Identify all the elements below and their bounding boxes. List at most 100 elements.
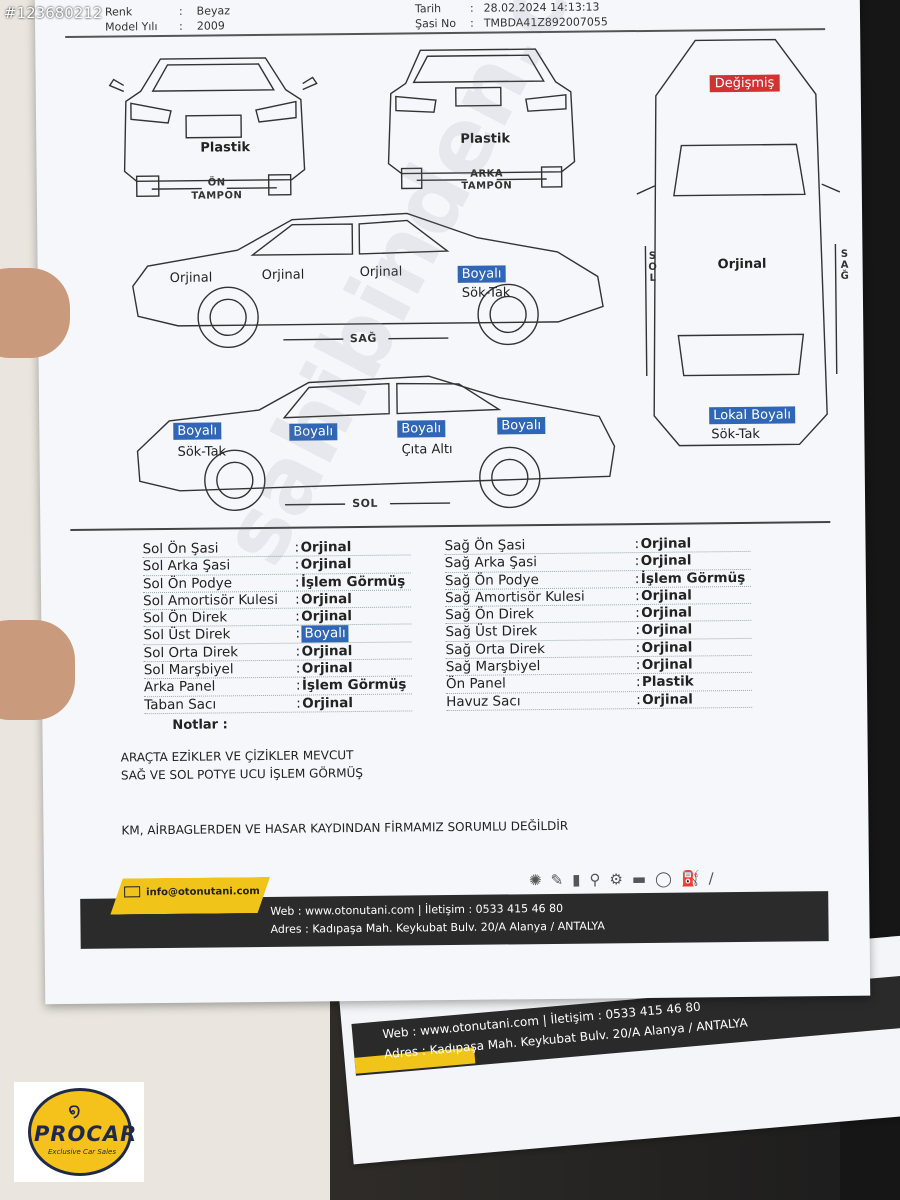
battery-icon: ▮ [572,870,581,889]
part-status: Orjinal [301,660,353,677]
part-name: Sol Ön Podye [142,574,233,592]
part-name: Sağ Orta Direk [445,640,545,658]
right-side-label-1: Orjinal [169,270,213,286]
part-status: Orjinal [642,691,693,708]
header-left: Renk : Beyaz Model Yılı : 2009 [105,4,230,35]
part-status: Orjinal [641,621,693,639]
car-outline-drawings [108,38,841,511]
part-name: Havuz Sacı [446,692,521,710]
note-disclaimer: KM, AİRBAGLERDEN VE HASAR KAYDINDAN FİRM… [121,818,569,838]
header-label: Tarih [414,2,442,16]
part-status: Orjinal [300,539,352,556]
footer-address-line: Adres : Kadıpaşa Mah. Keykubat Bulv. 20/… [270,919,605,936]
logo-circle [28,1088,132,1176]
part-name: Sağ Ön Podye [444,571,539,589]
part-name: Sol Marşbiyel [143,661,234,679]
logo-swirl-icon: ໑ [68,1098,81,1122]
part-name: Sağ Amortisör Kulesi [444,588,585,606]
left-side-caption: SOL [352,496,379,511]
part-status: Orjinal [640,587,692,604]
gear-icon: ⚙ [609,870,624,889]
front-bumper-label: Plastik [200,140,251,156]
table-row: Taban Sacı:Orjinal [144,694,413,715]
filter-icon: ▬ [631,869,647,889]
wheel-icon: ✺ [528,871,542,890]
front-bumper-caption-1: ÖN [207,177,226,189]
right-side-painted-badge: Boyalı [457,265,506,283]
header-value: 2009 [196,19,225,33]
part-name: Sağ Ön Direk [445,606,535,624]
part-name: Ön Panel [445,675,506,693]
car-front-view [108,57,318,197]
left-side-painted-badge-3: Boyalı [397,420,446,438]
right-side-label-2: Orjinal [261,267,305,283]
roof-rear-label: Sök-Tak [711,426,760,443]
procar-logo: ໑ PROCAR Exclusive Car Sales [14,1082,144,1182]
tire-icon: ◯ [654,869,672,888]
part-status: Orjinal [301,590,352,608]
header-row-color: Renk : Beyaz [105,4,230,20]
part-status: Orjinal [641,656,693,674]
notes-title: Notlar : [172,717,228,733]
right-side-label-5: Sök-Tak [461,285,511,301]
oil-can-icon: ⛽ [680,869,700,888]
finger-top [0,268,70,358]
part-status: İşlem Görmüş [300,573,406,591]
footer-web-line: Web : www.otonutani.com | İletişim : 053… [270,901,564,918]
left-side-label-5: Çıta Altı [401,441,453,458]
part-name: Taban Sacı [144,696,217,713]
header-row-model-year: Model Yılı : 2009 [105,19,230,35]
roof-rear-status-badge: Lokal Boyalı [709,406,796,425]
part-name: Sağ Üst Direk [445,623,538,641]
finger-bottom [0,620,75,720]
envelope-icon [124,886,141,898]
footer-band: info@otonutani.com Web : www.otonutani.c… [80,891,829,949]
table-row: Havuz Sacı:Orjinal [446,690,753,712]
footer-email-text: info@otonutani.com [146,886,260,899]
logo-tagline: Exclusive Car Sales [48,1148,116,1156]
left-side-painted-badge-4: Boyalı [497,417,546,435]
screwdriver-icon: ∕ [708,869,714,888]
part-name: Sağ Marşbiyel [445,658,541,676]
service-icons-row: ✺ ✎ ▮ ⚲ ⚙ ▬ ◯ ⛽ ∕ [529,869,714,889]
part-name: Sol Orta Direk [143,644,239,662]
part-status: Orjinal [640,552,692,570]
part-status: İşlem Görmüş [640,569,746,587]
part-name: Sol Ön Direk [143,609,228,627]
left-side-painted-badge-1: Boyalı [173,422,222,440]
part-status-painted-badge: Boyalı [301,625,349,643]
logo-name: PROCAR [34,1122,138,1146]
car-right-side-view [132,212,604,349]
part-status: Plastik [641,673,694,691]
part-name: Arka Panel [143,678,216,696]
listing-id-watermark: #123680212 [4,4,103,22]
car-rear-view [387,48,576,190]
car-damage-diagram: Plastik ÖN TAMPON Plastik ARKA TAMPON De… [75,34,850,522]
part-status: Orjinal [640,535,692,553]
part-name: Sağ Ön Şasi [444,537,526,555]
roof-front-status-badge: Değişmiş [709,74,780,93]
header-sep: : [178,4,183,18]
header-value: Beyaz [196,4,231,18]
header-label: Şasi No [414,16,457,31]
expertise-report-sheet: Renk : Beyaz Model Yılı : 2009 Tarih : 2… [34,0,871,1005]
wrench-icon: ✎ [550,870,564,889]
footer-email: info@otonutani.com [124,885,260,898]
part-status: Orjinal [301,608,353,625]
right-chassis-table: Sağ Ön Şasi:Orjinal Sağ Arka Şasi:Orjina… [444,534,753,712]
roof-mid-label: Orjinal [717,256,767,273]
note-line-2: SAĞ VE SOL POTYE UCU İŞLEM GÖRMÜŞ [120,765,364,783]
car-top-view [636,38,841,447]
part-name: Sol Amortisör Kulesi [143,591,278,610]
part-status: Orjinal [302,694,354,712]
front-bumper-caption-2: TAMPON [191,190,243,202]
left-side-label-2: Sök-Tak [177,444,227,460]
note-line-1: ARAÇTA EZİKLER VE ÇİZİKLER MEVCUT [120,748,354,765]
header-label: Model Yılı [105,20,158,34]
part-status: Orjinal [300,556,352,573]
part-name: Sağ Arka Şasi [444,554,538,572]
part-status: Orjinal [641,604,693,622]
spark-plug-icon: ⚲ [589,870,601,889]
car-left-side-view [136,375,616,511]
